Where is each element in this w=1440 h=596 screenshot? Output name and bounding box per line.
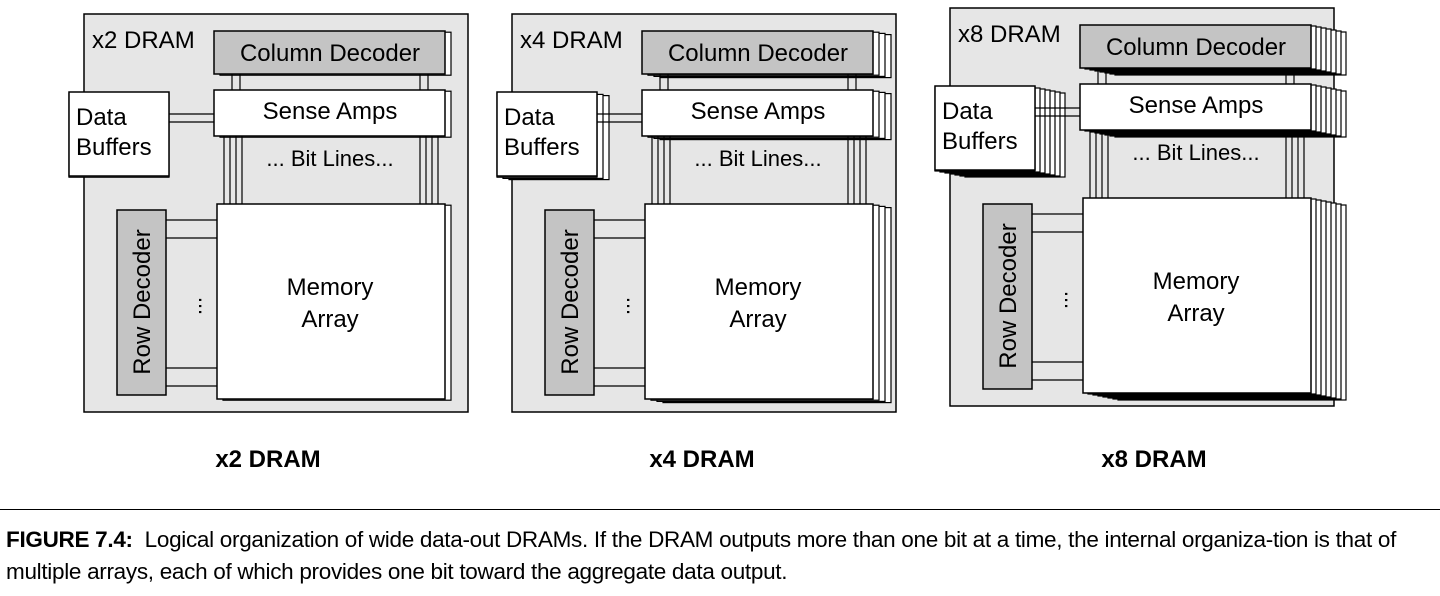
row-dots: ... (622, 297, 647, 315)
sense-amps-label: Sense Amps (1129, 92, 1264, 119)
row-decoder-label: Row Decoder (129, 229, 156, 374)
sub-caption-x4: x4 DRAM (649, 446, 755, 473)
data-buffers-box (68, 91, 170, 177)
data-buffers-box (934, 85, 1036, 171)
row-decoder-box (544, 209, 595, 396)
memory-array-label-line2: Array (1167, 300, 1224, 327)
column-decoder-box (213, 30, 446, 75)
data-buffer-wires (597, 113, 642, 123)
sense-amps-box (1079, 83, 1312, 131)
memory-array-label-line1: Memory (1153, 268, 1240, 295)
column-decoder-label: Column Decoder (668, 40, 848, 67)
bit-lines-label: ... Bit Lines... (266, 146, 393, 171)
sub-caption-x2: x2 DRAM (215, 446, 321, 473)
sense-amps-label: Sense Amps (691, 98, 826, 125)
bit-line-wires (651, 136, 867, 204)
sense-amps-label: Sense Amps (263, 98, 398, 125)
column-decoder-box (1079, 24, 1312, 69)
decoder-wires (231, 74, 429, 90)
data-buffer-wires (169, 113, 214, 123)
memory-array-box (644, 203, 874, 400)
row-decoder-box (982, 203, 1033, 390)
figure-caption-text: Logical organization of wide data-out DR… (6, 527, 1397, 584)
row-wires (1032, 213, 1083, 381)
figure-caption: FIGURE 7.4: Logical organization of wide… (6, 524, 1436, 588)
bit-line-wires (1089, 130, 1305, 198)
data-buffers-label-line2: Buffers (504, 134, 580, 161)
memory-array-box (216, 203, 446, 400)
data-buffers-label-line1: Data (942, 98, 993, 125)
bit-lines-label: ... Bit Lines... (1132, 140, 1259, 165)
panel-title: x4 DRAM (520, 27, 623, 54)
bit-line-wires (223, 136, 439, 204)
data-buffers-label-line2: Buffers (942, 128, 1018, 155)
row-decoder-label: Row Decoder (995, 223, 1022, 368)
caption-divider (0, 509, 1440, 510)
panel-title: x2 DRAM (92, 27, 195, 54)
row-decoder-box (116, 209, 167, 396)
memory-array-label-line2: Array (301, 306, 358, 333)
memory-array-label-line1: Memory (287, 274, 374, 301)
row-wires (166, 219, 217, 387)
data-buffers-box (496, 91, 598, 177)
data-buffer-wires (1035, 107, 1080, 117)
memory-array-label-line2: Array (729, 306, 786, 333)
data-buffers-label-line1: Data (504, 104, 555, 131)
row-decoder-label: Row Decoder (557, 229, 584, 374)
figure-label: FIGURE 7.4: (6, 527, 133, 552)
sub-caption-x8: x8 DRAM (1101, 446, 1207, 473)
column-decoder-box (641, 30, 874, 75)
row-dots: ... (1060, 291, 1085, 309)
panel-title: x8 DRAM (958, 21, 1061, 48)
row-wires (594, 219, 645, 387)
data-buffers-label-line1: Data (76, 104, 127, 131)
sense-amps-box (213, 89, 446, 137)
data-buffers-label-line2: Buffers (76, 134, 152, 161)
decoder-wires (659, 74, 857, 90)
sense-amps-box (641, 89, 874, 137)
memory-array-label-line1: Memory (715, 274, 802, 301)
decoder-wires (1097, 68, 1295, 84)
column-decoder-label: Column Decoder (240, 40, 420, 67)
bit-lines-label: ... Bit Lines... (694, 146, 821, 171)
row-dots: ... (194, 297, 219, 315)
memory-array-box (1082, 197, 1312, 394)
column-decoder-label: Column Decoder (1106, 34, 1286, 61)
